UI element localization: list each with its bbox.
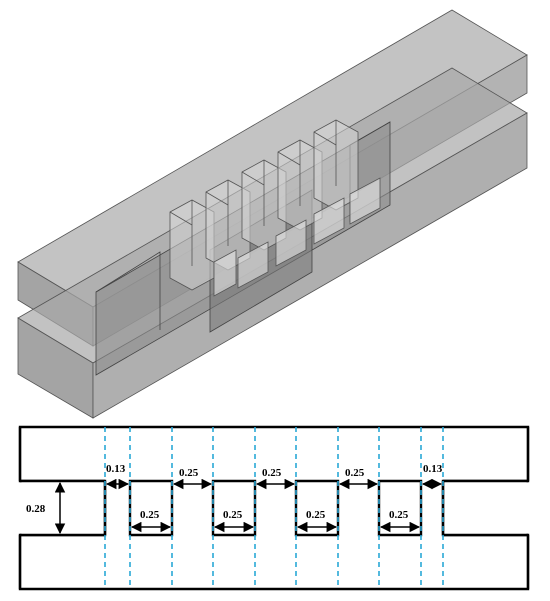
- label-gap-right: 0.13: [423, 463, 443, 475]
- label-slot-2: 0.25: [223, 509, 243, 521]
- slot-front-boxes: [213, 177, 381, 297]
- label-slot-4: 0.25: [389, 509, 409, 521]
- isometric-3d-view: [17, 9, 528, 419]
- label-pitch-1: 0.25: [179, 467, 199, 479]
- dimension-arrows: [54, 478, 443, 535]
- label-slot-3: 0.25: [306, 509, 326, 521]
- label-pitch-2: 0.25: [262, 467, 282, 479]
- guide-lines: [104, 427, 444, 589]
- corrugation-slots: [169, 119, 381, 297]
- label-pitch-3: 0.25: [345, 467, 365, 479]
- label-slot-1: 0.25: [140, 509, 160, 521]
- label-gap-height: 0.28: [26, 503, 46, 515]
- slot-4: [277, 139, 323, 231]
- label-gap-left: 0.13: [106, 463, 126, 475]
- cross-section-view: 0.13 0.25 0.25 0.25 0.13 0.25 0.25 0.25 …: [18, 425, 530, 591]
